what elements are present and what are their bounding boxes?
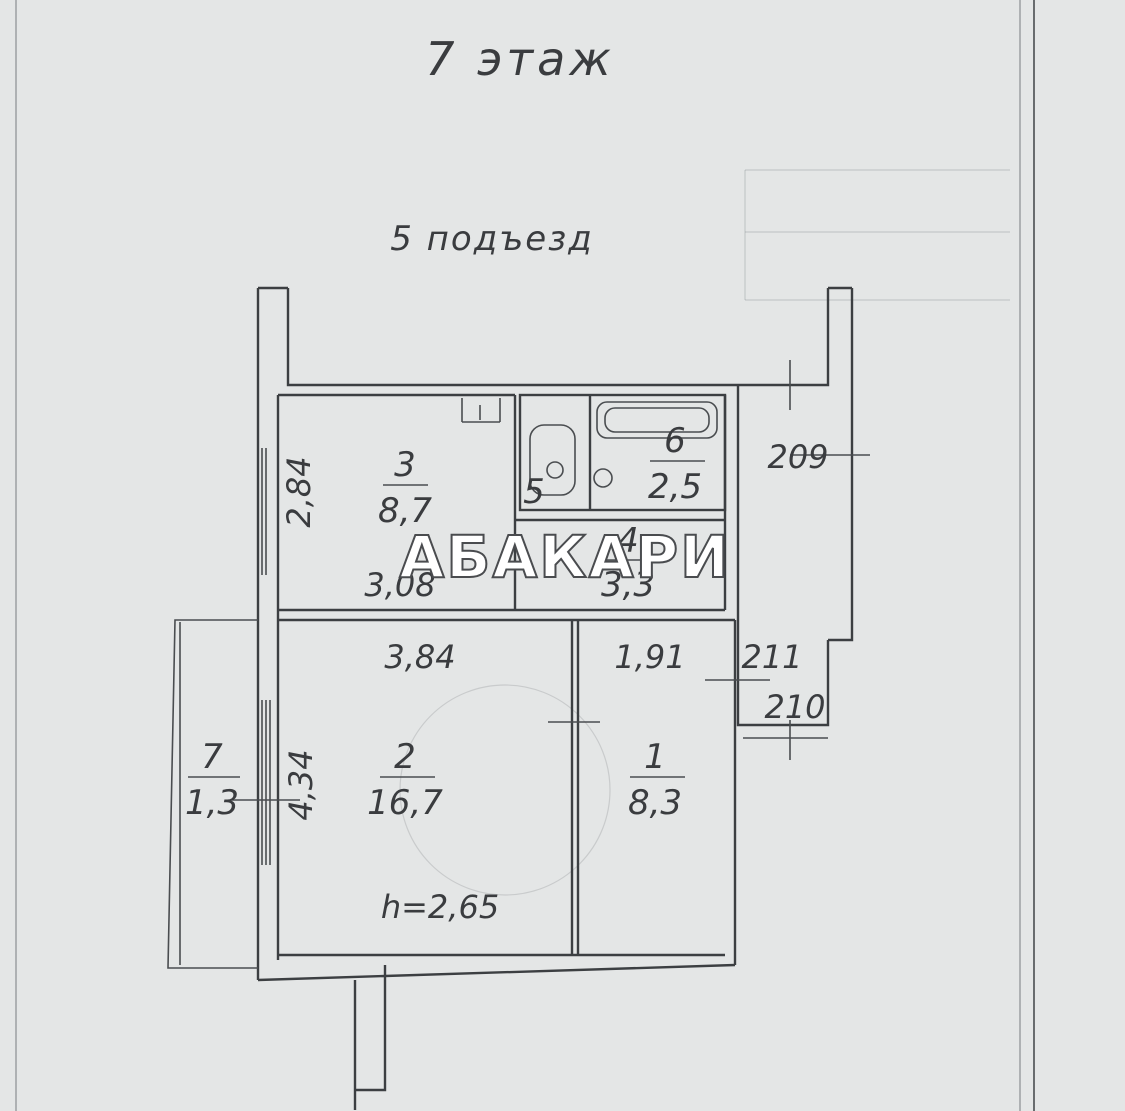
room-2-area: 16,7: [367, 783, 443, 823]
room-3-width-dimension: 3,08: [364, 566, 435, 604]
room-7-area: 1,3: [185, 783, 239, 823]
entrance-label: 5 подъезд: [390, 219, 594, 259]
room-1-area: 8,3: [628, 783, 682, 823]
dimension-lines: [548, 360, 870, 760]
sheet-borders: [15, 0, 1035, 1111]
apartment-walls: [256, 385, 830, 1110]
number-210: 210: [764, 688, 825, 726]
background-ghost-lines: [399, 169, 1010, 896]
room-2-number: 2: [394, 737, 416, 777]
room-6-area: 2,5: [648, 467, 702, 507]
floor-label: 7 этаж: [425, 32, 615, 86]
stair-walls: [256, 286, 854, 642]
room-1-number: 1: [644, 737, 666, 777]
balcony: [167, 619, 300, 969]
room-4-area: 3,3: [601, 565, 655, 605]
room-3-number: 3: [394, 445, 416, 485]
room-5-number: 5: [523, 472, 545, 512]
room-3-area: 8,7: [378, 491, 432, 531]
number-211: 211: [741, 638, 802, 676]
room-2-width-dimension: 3,84: [384, 638, 455, 676]
room-2-height-dimension: 4,34: [282, 749, 320, 820]
ceiling-height: h=2,65: [381, 888, 499, 926]
number-209: 209: [767, 438, 828, 476]
room-3-height-dimension: 2,84: [280, 456, 318, 527]
watermark-logo: АБАКАРИ: [399, 523, 730, 591]
room-1-width-dimension: 1,91: [614, 638, 685, 676]
room-6-number: 6: [664, 421, 686, 461]
room-7-number: 7: [201, 737, 223, 777]
room-4-number: 4: [617, 521, 639, 561]
